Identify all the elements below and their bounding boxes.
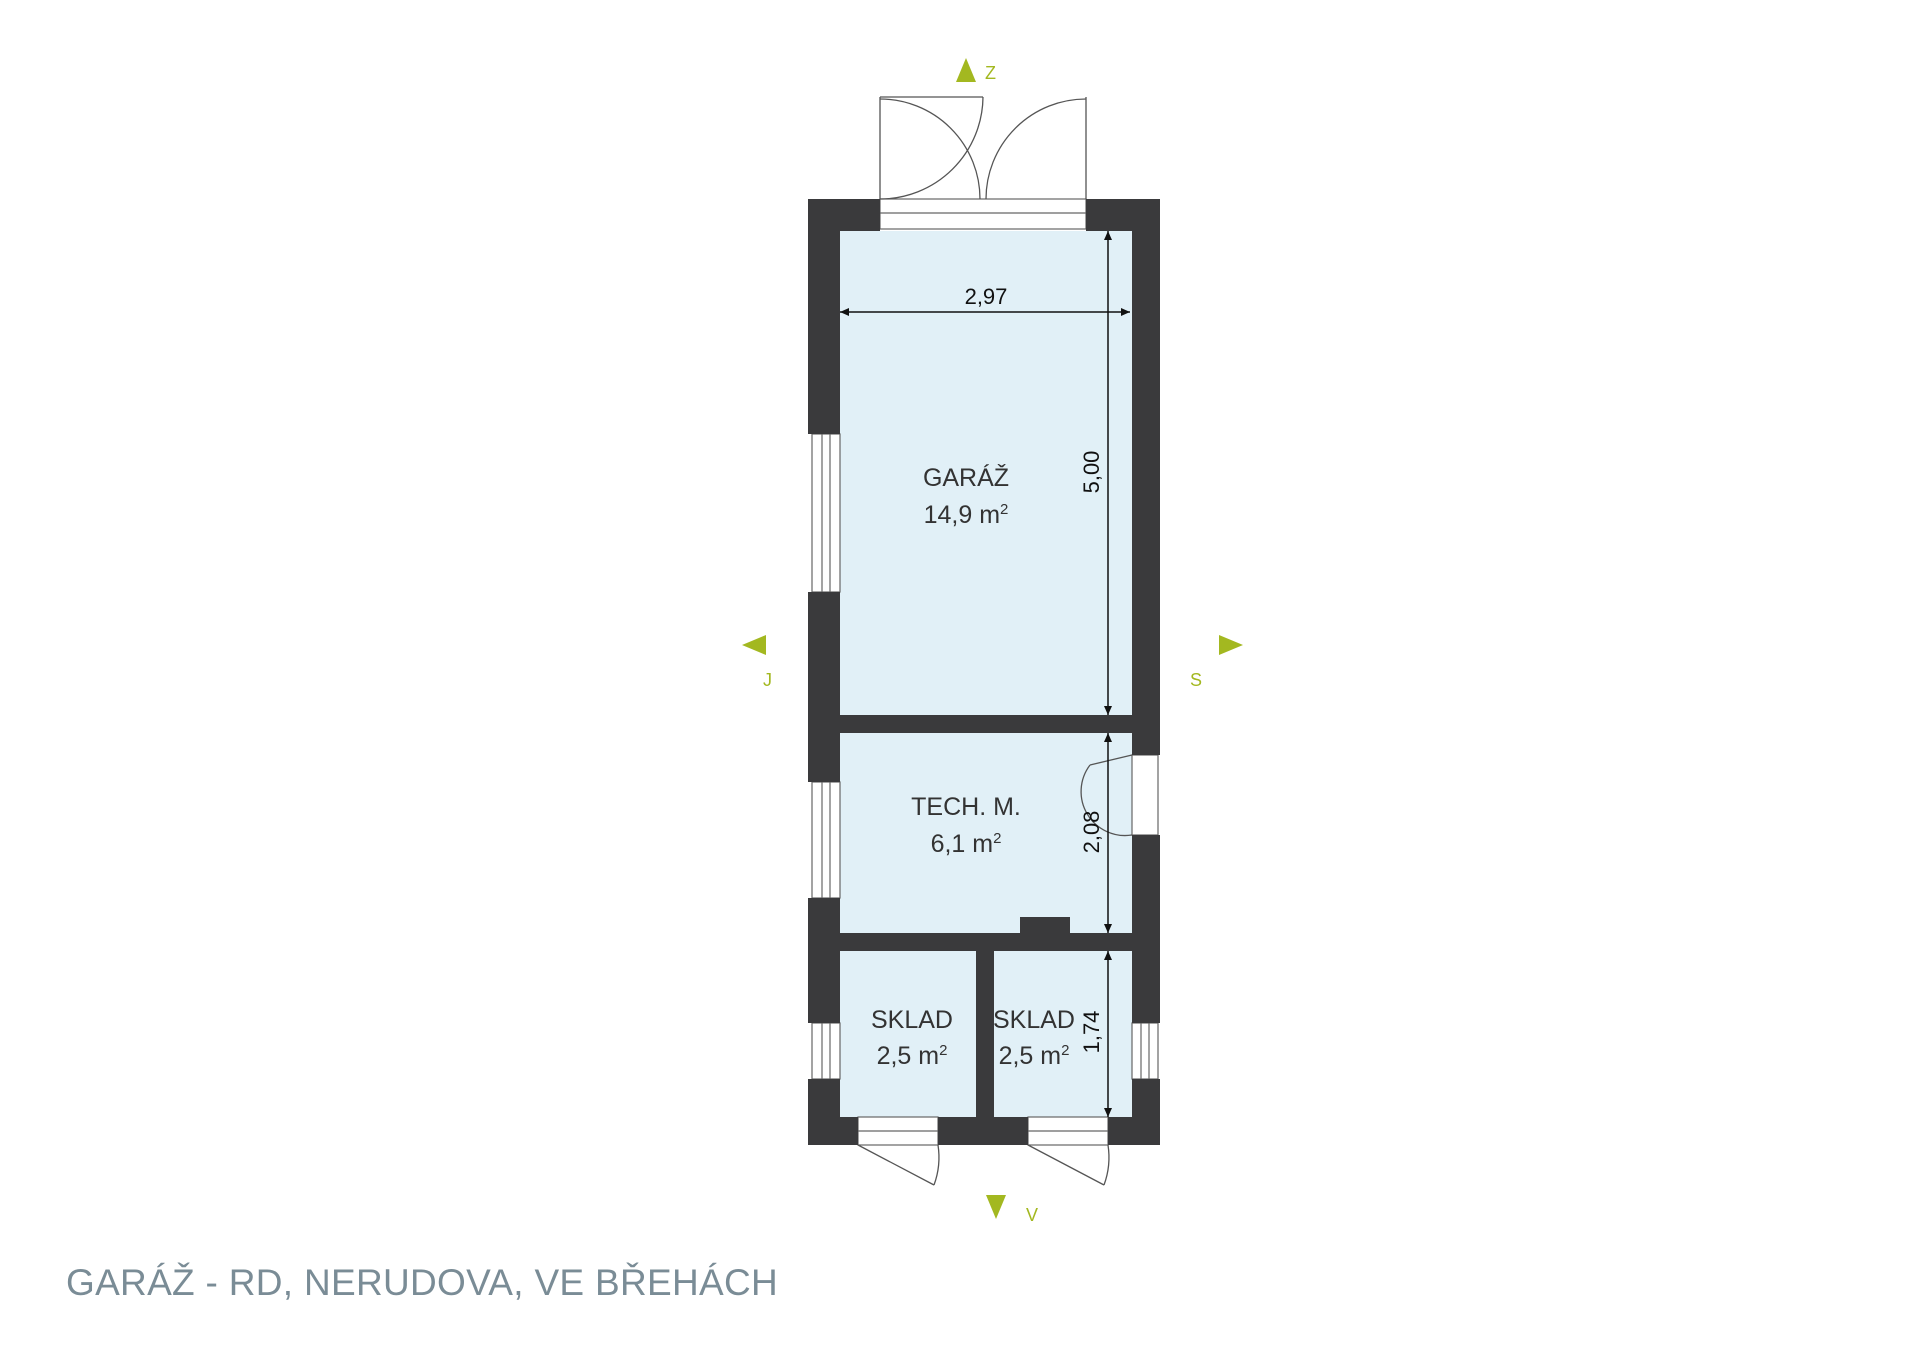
storage-left-area: 2,5 m2	[877, 1042, 948, 1070]
openings	[811, 198, 1159, 1146]
storage-right-area: 2,5 m2	[999, 1042, 1070, 1070]
wall-garage-tech	[808, 715, 1160, 733]
garage-width-label: 2,97	[965, 284, 1008, 309]
tech-side-door-opening	[1131, 754, 1159, 836]
wall-left-2	[808, 592, 840, 782]
wall-bottom-middle	[938, 1117, 1028, 1145]
wall-right-2	[1132, 835, 1160, 1023]
wall-left-3	[808, 898, 840, 1023]
south-arrow-icon	[986, 1195, 1006, 1219]
garage-area: 14,9 m2	[924, 501, 1009, 529]
east-arrow-icon	[1219, 635, 1243, 655]
garage-door-opening	[879, 198, 1087, 230]
storage-right-name: SKLAD	[993, 1006, 1075, 1034]
garage-length-label: 5,00	[1079, 451, 1104, 494]
wall-right-1	[1132, 199, 1160, 755]
wall-tech-niche	[1020, 917, 1070, 935]
tech-room-floor	[840, 733, 1132, 933]
storage-right-floor	[994, 951, 1132, 1117]
storage-length-label: 1,74	[1079, 1011, 1104, 1054]
compass: Z V J S	[742, 58, 1243, 1225]
west-arrow-icon	[742, 635, 766, 655]
dimension-lines	[840, 231, 1130, 1117]
east-label: S	[1190, 670, 1202, 690]
tech-left-window	[811, 781, 841, 899]
north-arrow-icon	[956, 58, 976, 82]
wall-bottom-left	[808, 1117, 858, 1145]
north-label: Z	[985, 63, 996, 83]
storage-left-window	[811, 1022, 841, 1080]
south-label: V	[1026, 1205, 1038, 1225]
garage-name: GARÁŽ	[923, 463, 1009, 492]
wall-bottom-right	[1108, 1117, 1160, 1145]
storage-right-window	[1131, 1022, 1159, 1080]
tech-room-name: TECH. M.	[911, 793, 1021, 821]
plan-title: GARÁŽ - RD, NERUDOVA, VE BŘEHÁCH	[66, 1262, 779, 1303]
wall-left-1	[808, 199, 840, 434]
storage-left-floor	[840, 951, 976, 1117]
wall-storage-divider	[976, 933, 994, 1145]
door-swings	[857, 96, 1133, 1186]
tech-room-area: 6,1 m2	[931, 830, 1002, 858]
garage-left-window	[811, 433, 841, 593]
storage-left-name: SKLAD	[871, 1006, 953, 1034]
walls	[808, 199, 1160, 1145]
west-label: J	[763, 670, 772, 690]
tech-length-label: 2,08	[1079, 811, 1104, 854]
